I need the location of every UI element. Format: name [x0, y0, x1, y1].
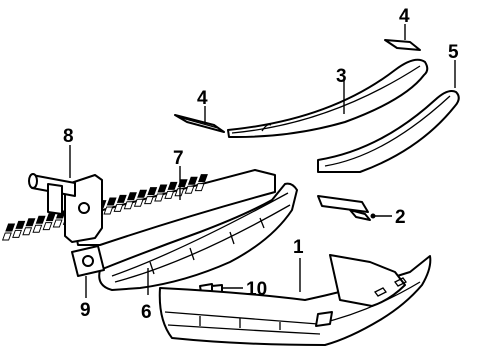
mount-pad [71, 245, 105, 277]
callout-5: 5 [448, 42, 459, 63]
callout-1: 1 [293, 237, 304, 258]
absorber-cell [25, 218, 36, 227]
absorber-cell [194, 183, 205, 192]
absorber-cell [52, 219, 63, 228]
callout-4-left: 4 [197, 88, 208, 109]
absorber-cell [106, 197, 117, 206]
absorber-cell [154, 193, 165, 202]
absorber-cell [113, 203, 124, 212]
absorber-cell [116, 194, 127, 203]
callout-8: 8 [63, 126, 74, 147]
callout-6: 6 [141, 302, 152, 323]
upper-trim-end-cap [384, 39, 421, 51]
absorber-cell [126, 192, 137, 201]
absorber-cell [22, 227, 33, 236]
upper-trim-strip [227, 58, 429, 139]
leader-lines [69, 24, 456, 298]
absorber-cell [42, 222, 53, 231]
bumper-fascia [158, 254, 432, 346]
absorber-cell [144, 196, 154, 205]
callout-9: 9 [80, 300, 91, 321]
left-trim-piece [174, 114, 225, 133]
absorber-cell [1, 232, 12, 241]
absorber-cell [137, 189, 148, 198]
impact-bar [98, 182, 298, 291]
callout-7: 7 [173, 148, 184, 169]
absorber-cell [157, 184, 168, 193]
absorber-cell [198, 174, 208, 183]
absorber-cell [147, 187, 158, 196]
callout-4-upper: 4 [399, 6, 410, 27]
absorber-cell [5, 223, 16, 232]
mount-bracket [28, 173, 103, 243]
callout-3: 3 [336, 66, 347, 87]
callout-10: 10 [246, 279, 267, 300]
absorber-cell [133, 198, 144, 207]
absorber-cell [123, 201, 134, 210]
energy-absorber [1, 169, 276, 246]
absorber-cell [45, 213, 56, 222]
absorber-cell [167, 181, 178, 190]
right-trim-strip [317, 90, 460, 173]
absorber-cell [164, 190, 175, 199]
absorber-cell [12, 229, 23, 238]
absorber-cell [184, 185, 195, 194]
side-bracket [317, 195, 376, 221]
absorber-cell [15, 220, 26, 229]
callout-2: 2 [395, 207, 406, 228]
absorber-cell [187, 176, 198, 185]
absorber-cell [32, 224, 43, 233]
absorber-cell [103, 206, 114, 215]
absorber-cell [35, 215, 46, 224]
